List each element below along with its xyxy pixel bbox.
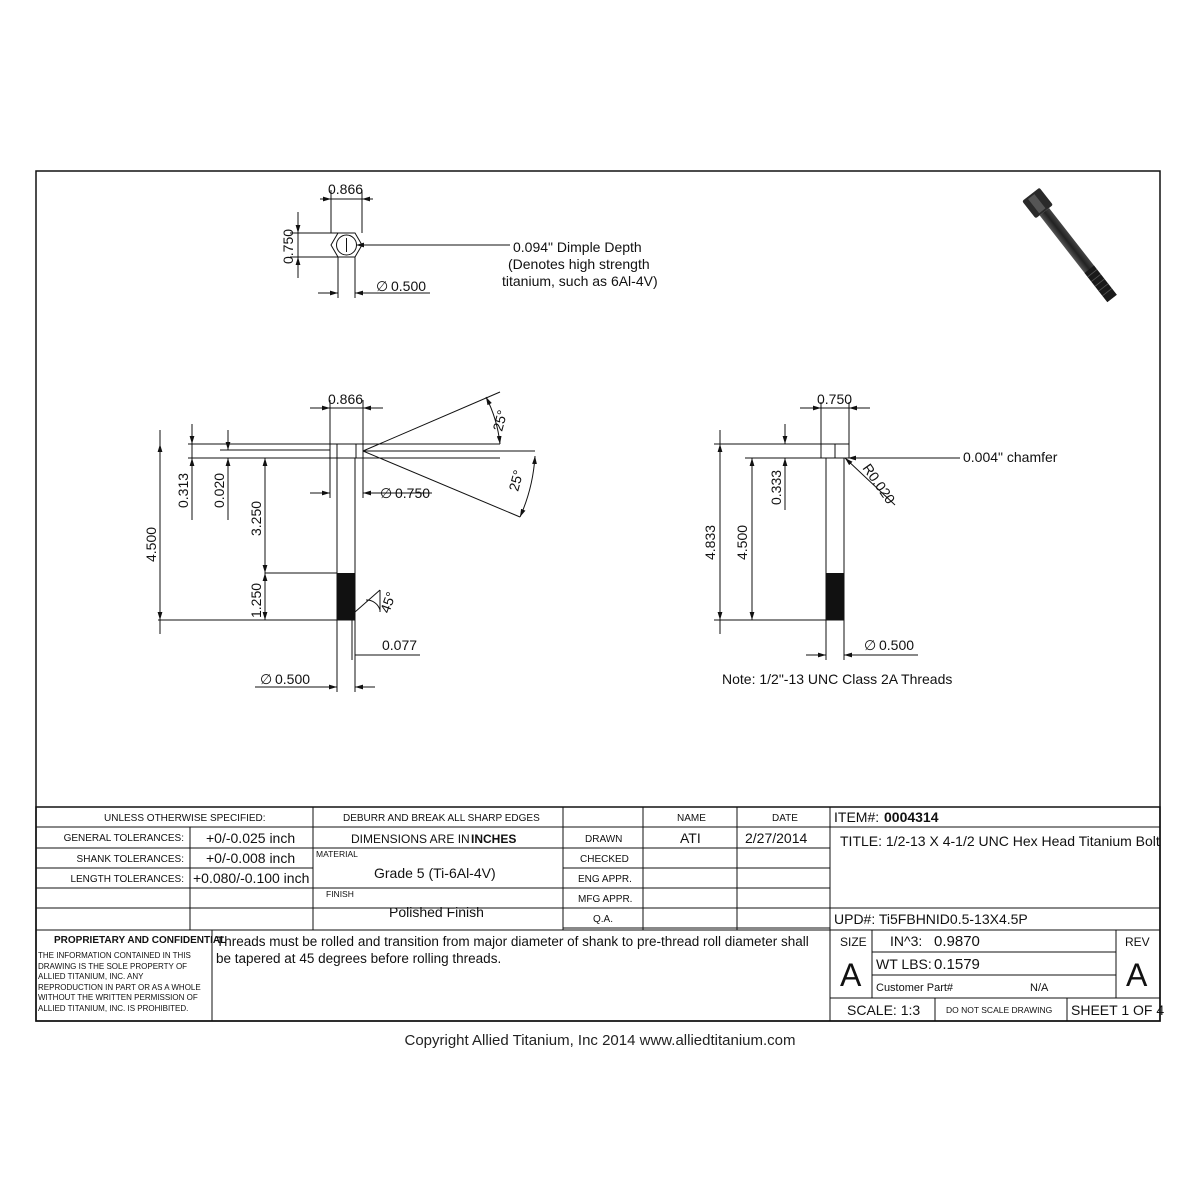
front-shank-dia-symbol: ∅ xyxy=(380,485,392,501)
do-not-scale: DO NOT SCALE DRAWING xyxy=(946,1005,1052,1015)
side-total-length: 4.833 xyxy=(702,525,718,560)
in3-value: 0.9870 xyxy=(934,933,980,950)
side-head-height: 0.333 xyxy=(768,470,784,505)
front-thread-length: 1.250 xyxy=(248,583,264,618)
front-shank-dia: 0.750 xyxy=(395,485,430,501)
dimple-note-2: (Denotes high strength xyxy=(508,256,650,272)
customer-label: Customer Part# xyxy=(876,982,954,994)
side-view: 0.750 0.004" chamfer R0.020 4.833 4.500 … xyxy=(702,391,1058,687)
front-offset: 0.020 xyxy=(211,473,227,508)
size-label: SIZE xyxy=(840,935,867,949)
date-header: DATE xyxy=(772,813,798,824)
top-view: 0.866 0.750 0.094" Dimple Depth (Denotes… xyxy=(280,181,658,298)
top-width-label: 0.866 xyxy=(328,181,363,197)
item-value: 0004314 xyxy=(884,809,939,825)
front-view: 0.866 25° 25° ∅ 0.750 4.500 0.313 0.020 xyxy=(143,391,537,692)
drawn-date: 2/27/2014 xyxy=(745,830,807,846)
eng-label: ENG APPR. xyxy=(578,874,632,885)
side-thread-note: Note: 1/2"-13 UNC Class 2A Threads xyxy=(722,671,952,687)
front-head-height: 0.313 xyxy=(175,473,191,508)
checked-label: CHECKED xyxy=(580,854,629,865)
material-label: MATERIAL xyxy=(316,849,358,859)
general-tol-value: +0/-0.025 inch xyxy=(206,830,295,846)
rev-value: A xyxy=(1126,957,1148,993)
top-height-label: 0.750 xyxy=(280,229,296,264)
finish-label: FINISH xyxy=(326,889,354,899)
unless-specified: UNLESS OTHERWISE SPECIFIED: xyxy=(104,813,266,824)
copyright-footer: Copyright Allied Titanium, Inc 2014 www.… xyxy=(404,1032,796,1049)
customer-value: N/A xyxy=(1030,982,1049,994)
drawn-name: ATI xyxy=(680,830,701,846)
upd-number: UPD#: Ti5FBHNID0.5-13X4.5P xyxy=(834,911,1028,927)
length-tol-value: +0.080/-0.100 inch xyxy=(193,870,309,886)
finish-value: Polished Finish xyxy=(389,904,484,920)
side-chamfer-note: 0.004" chamfer xyxy=(963,449,1058,465)
mfg-label: MFG APPR. xyxy=(578,894,632,905)
side-thread-dia: 0.500 xyxy=(879,637,914,653)
top-dia-symbol: ∅ xyxy=(376,278,388,294)
proprietary-title: PROPRIETARY AND CONFIDENTIAL xyxy=(54,935,226,946)
front-thread-dia: 0.500 xyxy=(275,671,310,687)
wt-value: 0.1579 xyxy=(934,956,980,973)
sheet-number: SHEET 1 OF 4 xyxy=(1071,1002,1164,1018)
drawn-label: DRAWN xyxy=(585,834,622,845)
side-radius: R0.020 xyxy=(860,461,899,507)
proprietary-notice: The information contained in this drawin… xyxy=(38,951,201,1013)
material-value: Grade 5 (Ti-6Al-4V) xyxy=(374,865,496,881)
front-head-width: 0.866 xyxy=(328,391,363,407)
deburr-note: DEBURR AND BREAK ALL SHARP EDGES xyxy=(343,813,540,824)
thread-section-side xyxy=(826,573,844,620)
qa-label: Q.A. xyxy=(593,914,613,925)
wt-label: WT LBS: xyxy=(876,956,932,972)
shank-tol-value: +0/-0.008 inch xyxy=(206,850,295,866)
thread-rolling-note: Threads must be rolled and transition fr… xyxy=(216,934,809,966)
rev-label: REV xyxy=(1125,935,1150,949)
drawing-title: TITLE: 1/2-13 X 4-1/2 UNC Hex Head Titan… xyxy=(840,833,1160,849)
general-tol-label: GENERAL TOLERANCES: xyxy=(64,833,184,844)
size-value: A xyxy=(840,957,862,993)
title-block: UNLESS OTHERWISE SPECIFIED: DEBURR AND B… xyxy=(35,806,1164,1022)
thread-section-front xyxy=(337,573,355,620)
side-thread-dia-symbol: ∅ xyxy=(864,637,876,653)
front-overall-length: 4.500 xyxy=(143,527,159,562)
bolt-head-front xyxy=(329,443,364,459)
item-label: ITEM#: xyxy=(834,809,879,825)
front-chamfer-angle: 45° xyxy=(377,590,399,615)
front-chamfer-len: 0.077 xyxy=(382,637,417,653)
scale: SCALE: 1:3 xyxy=(847,1002,920,1018)
in3-label: IN^3: xyxy=(890,933,922,949)
front-angle-top: 25° xyxy=(489,408,510,433)
side-head-width: 0.750 xyxy=(817,391,852,407)
name-header: NAME xyxy=(677,813,706,824)
dimple-note-3: titanium, such as 6Al-4V) xyxy=(502,273,658,289)
dimple-note-1: 0.094" Dimple Depth xyxy=(513,239,642,255)
side-length: 4.500 xyxy=(734,525,750,560)
dimensions-note: DIMENSIONS ARE IN xyxy=(351,832,470,846)
dimensions-unit: INCHES xyxy=(471,832,516,846)
bolt-illustration xyxy=(1022,188,1117,303)
front-shank-length: 3.250 xyxy=(248,501,264,536)
front-angle-bottom: 25° xyxy=(505,468,526,493)
length-tol-label: LENGTH TOLERANCES: xyxy=(70,874,184,885)
front-thread-dia-symbol: ∅ xyxy=(260,671,272,687)
shank-tol-label: SHANK TOLERANCES: xyxy=(77,854,184,865)
top-dia-label: 0.500 xyxy=(391,278,426,294)
